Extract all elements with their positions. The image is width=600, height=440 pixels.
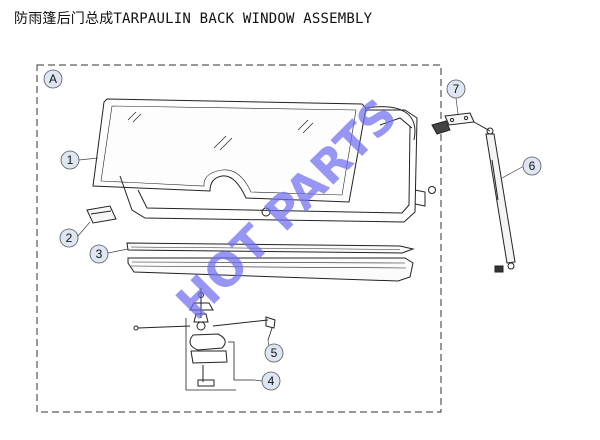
callout-1: 1 [60,150,80,170]
callout-5: 5 [264,343,284,363]
lower-rail [127,257,414,282]
callout-6: 6 [522,156,542,176]
rod-linkage [133,316,276,341]
callout-2: 2 [59,228,79,248]
assembly-boundary [36,64,442,413]
callout-3: 3 [89,244,109,264]
latch-assembly [185,288,254,391]
svg-text:A: A [49,72,57,86]
gas-strut [485,127,516,273]
leader-lines [77,97,525,382]
handle-block [86,205,117,224]
window-glass [92,98,367,203]
seal-strip [126,242,415,254]
callout-4: 4 [261,371,281,391]
svg-text:3: 3 [96,247,103,261]
back-window-frame [119,106,436,223]
hinge-bracket [431,112,491,135]
svg-text:5: 5 [271,346,278,360]
svg-text:6: 6 [529,159,536,173]
diagram-title: 防雨篷后门总成TARPAULIN BACK WINDOW ASSEMBLY [14,11,373,27]
view-label: A [43,69,63,89]
svg-text:2: 2 [66,231,73,245]
svg-text:1: 1 [67,153,74,167]
callout-7: 7 [446,79,466,99]
svg-text:4: 4 [268,374,275,388]
svg-text:7: 7 [453,82,460,96]
